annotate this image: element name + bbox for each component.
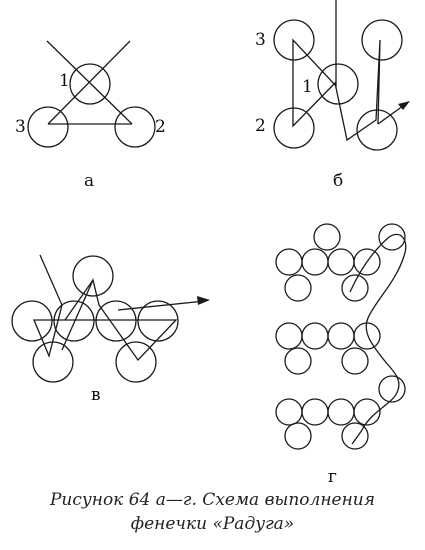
thread-v-exit: [117, 300, 206, 311]
bead-a-1: [69, 63, 111, 105]
bead-v-bottom-right: [115, 341, 157, 383]
panel-b: 1 2 3 б: [255, 0, 410, 191]
bead-b-bottom-right: [356, 109, 398, 151]
bead-g-1: [313, 223, 341, 251]
label-b-3: 3: [255, 30, 266, 50]
bead-g-10: [301, 322, 329, 350]
figure-caption: Рисунок 64 а—г. Схема выполнения фенечки…: [0, 488, 425, 536]
bead-v-bottom-left: [32, 341, 74, 383]
bead-g-4: [301, 248, 329, 276]
panel-a: 1 2 3 а: [15, 40, 166, 191]
bead-g-5: [327, 248, 355, 276]
label-a-1: 1: [59, 71, 70, 91]
bead-a-2: [114, 106, 156, 148]
bead-g-8: [341, 274, 369, 302]
bead-b-1: [317, 63, 359, 105]
label-a-3: 3: [15, 117, 26, 137]
bead-g-16: [275, 398, 303, 426]
thread-g: [349, 233, 407, 445]
bead-g-19: [353, 398, 381, 426]
bead-v-row-2: [53, 300, 95, 342]
bead-g-9: [275, 322, 303, 350]
bead-a-3: [27, 106, 69, 148]
bead-g-21: [341, 422, 369, 450]
bead-g-20: [284, 422, 312, 450]
bead-g-7: [284, 274, 312, 302]
thread-b: [292, 0, 381, 142]
label-b-2: 2: [255, 116, 266, 136]
bead-g-13: [284, 347, 312, 375]
arrow-b: [398, 101, 410, 110]
bead-g-15: [378, 375, 406, 403]
bead-v-row-1: [11, 300, 53, 342]
bead-v-row-4: [137, 300, 179, 342]
bead-g-2: [378, 223, 406, 251]
panel-v-letter: в: [91, 385, 101, 405]
caption-line-2: фенечки «Радуга»: [130, 514, 295, 534]
bead-v-row-3: [95, 300, 137, 342]
caption-line-1: Рисунок 64 а—г. Схема выполнения: [49, 490, 376, 510]
bead-g-11: [327, 322, 355, 350]
bead-g-18: [327, 398, 355, 426]
bead-g-14: [341, 347, 369, 375]
bead-g-6: [353, 248, 381, 276]
panel-a-letter: а: [84, 171, 94, 191]
bead-v-top: [72, 255, 114, 297]
panel-v: в: [11, 254, 210, 405]
scheme-drawing: 1 2 3 а 1 2 3 б в: [11, 0, 410, 487]
thread-v-2: [64, 279, 94, 321]
panel-g: г: [275, 223, 407, 487]
bead-g-12: [353, 322, 381, 350]
bead-b-3: [273, 19, 315, 61]
label-a-2: 2: [155, 117, 166, 137]
arrow-v: [197, 296, 210, 305]
thread-a-2: [47, 40, 131, 125]
panel-b-letter: б: [333, 171, 343, 191]
bead-b-2: [273, 107, 315, 149]
bead-g-17: [301, 398, 329, 426]
bead-b-top-right: [361, 19, 403, 61]
panel-g-letter: г: [328, 467, 337, 487]
thread-v: [33, 254, 178, 362]
bead-g-3: [275, 248, 303, 276]
label-b-1: 1: [302, 77, 313, 97]
